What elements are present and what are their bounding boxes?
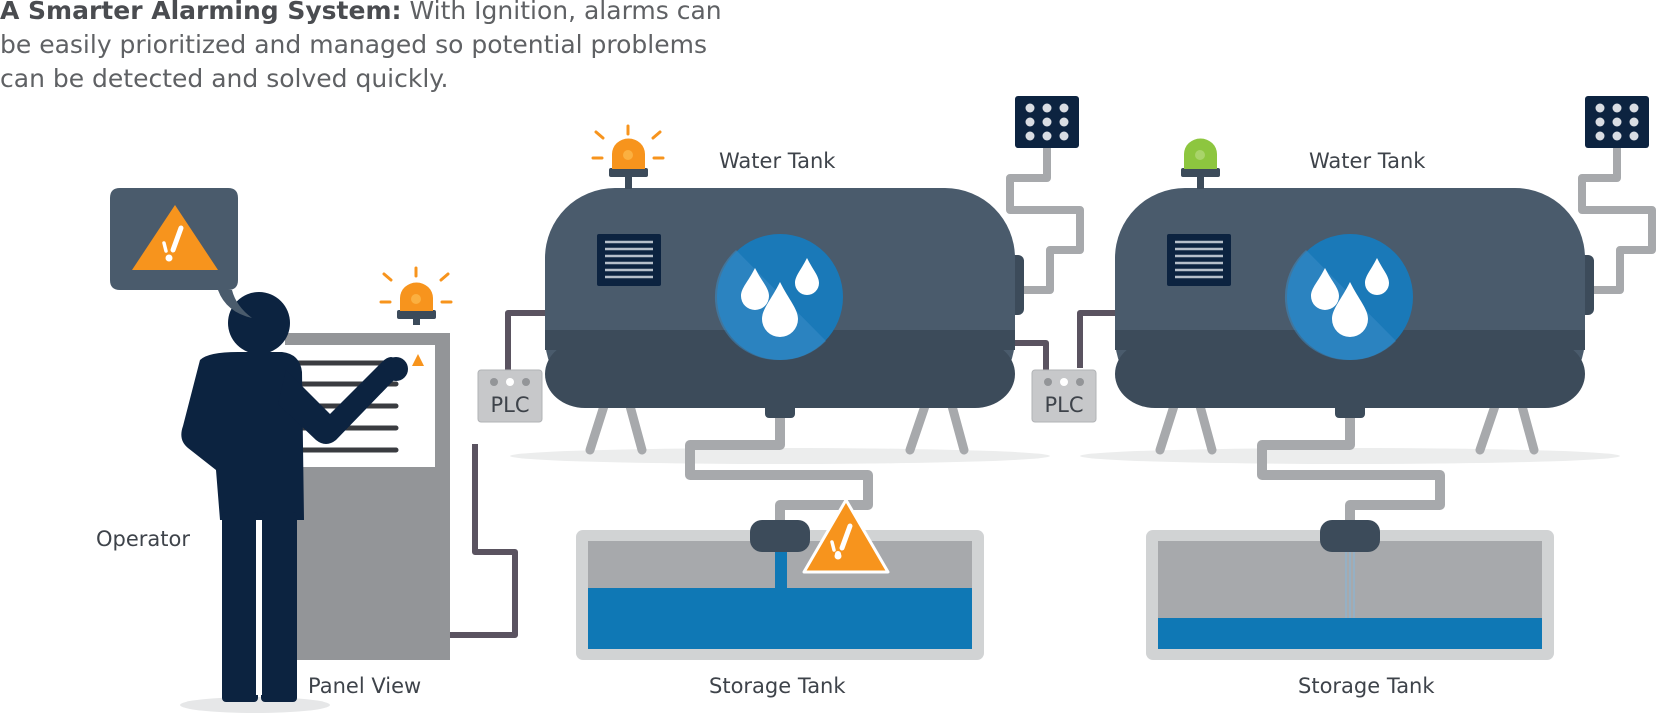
- cable-tank1-plc2: [1000, 340, 1049, 372]
- plc-1-label: PLC: [490, 393, 529, 417]
- headline-text: With Ignition, alarms can be easily prio…: [0, 0, 722, 93]
- water-tank-1-label: Water Tank: [719, 149, 836, 173]
- operator-label: Operator: [96, 527, 190, 551]
- vent-grille: [597, 234, 661, 286]
- cable-plc2-tank2: [1077, 310, 1125, 368]
- pipe-tank2-storage: [1257, 410, 1445, 530]
- beacon-light-icon: [379, 266, 453, 325]
- storage-tank-1-label: Storage Tank: [709, 674, 846, 698]
- operator-figure: [181, 292, 408, 702]
- storage-tank-2: [1146, 520, 1554, 660]
- water-tank-2: [1115, 188, 1594, 455]
- speech-bubble: [110, 188, 252, 318]
- cable-plc1-tank1: [505, 310, 555, 370]
- headline: A Smarter Alarming System: With Ignition…: [0, 0, 740, 96]
- plc-2-label: PLC: [1044, 393, 1083, 417]
- keypad-icon: [1015, 96, 1079, 148]
- cable-panel-plc1: [450, 444, 518, 638]
- plc-1-box: [477, 369, 543, 423]
- panel-view-label: Panel View: [308, 674, 422, 698]
- headline-bold: A Smarter Alarming System:: [0, 0, 402, 25]
- storage-tank-2-label: Storage Tank: [1298, 674, 1435, 698]
- beacon-light-icon: [591, 124, 665, 189]
- storage-tank-1: [576, 520, 984, 660]
- water-drops-icon: [714, 234, 843, 361]
- pipe-tank1-storage: [685, 410, 873, 530]
- beacon-light-icon: [1181, 138, 1220, 189]
- keypad-icon: [1585, 96, 1649, 148]
- warning-triangle-icon: [802, 498, 890, 574]
- pipe-tank1-keypad: [1006, 148, 1084, 294]
- plc-2-box: [1031, 369, 1097, 423]
- vent-grille: [1167, 234, 1231, 286]
- water-tank-1: [545, 188, 1024, 455]
- warning-triangle-icon: [132, 205, 218, 270]
- water-drops-icon: [1284, 234, 1413, 361]
- water-tank-2-label: Water Tank: [1309, 149, 1426, 173]
- pipe-tank2-keypad: [1578, 148, 1656, 294]
